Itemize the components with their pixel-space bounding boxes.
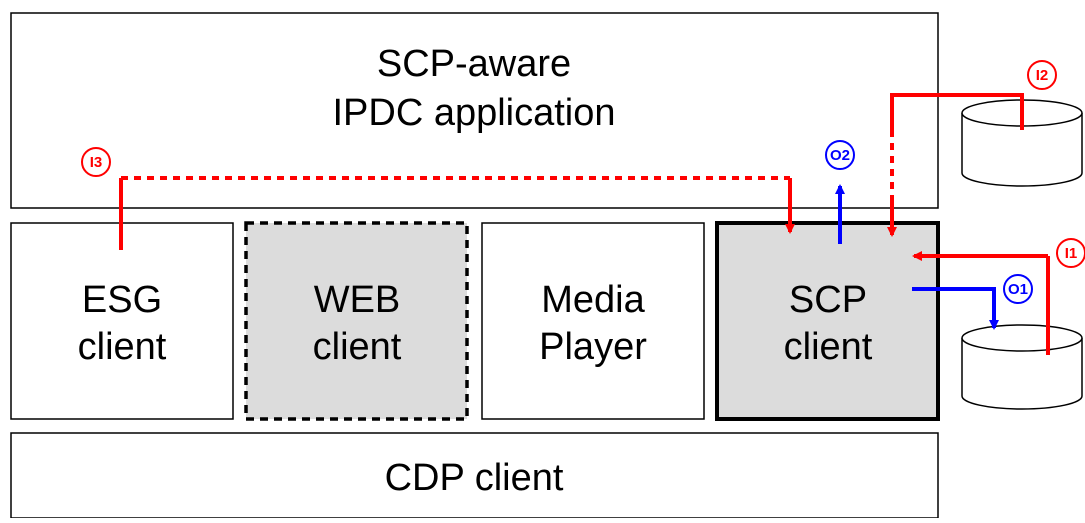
cdp-label: CDP client xyxy=(385,457,564,499)
scp-label-line2: client xyxy=(784,326,873,368)
ipdc-application-box: SCP-aware IPDC application xyxy=(10,12,939,209)
badge-o1: O1 xyxy=(1003,274,1033,304)
flow-i2 xyxy=(887,93,1024,237)
app-title-line2: IPDC application xyxy=(332,92,615,134)
badge-i3-label: I3 xyxy=(90,154,103,171)
badge-i2: I2 xyxy=(1027,60,1057,90)
cdp-client-box: CDP client xyxy=(10,432,939,519)
esg-label-line2: client xyxy=(78,326,167,368)
web-client-box: WEB client xyxy=(244,221,469,421)
badge-o2-label: O2 xyxy=(830,147,850,164)
app-title-line1: SCP-aware xyxy=(377,43,571,85)
web-label-line1: WEB xyxy=(314,279,401,321)
scp-label-line1: SCP xyxy=(789,279,867,321)
media-label-line1: Media xyxy=(541,279,645,321)
scp-client-box: SCP client xyxy=(715,221,940,421)
media-label-line2: Player xyxy=(539,326,647,368)
media-player-box: Media Player xyxy=(481,222,705,420)
storage-cylinder-lower xyxy=(961,324,1083,410)
flow-o1 xyxy=(912,287,999,330)
esg-client-box: ESG client xyxy=(10,222,234,420)
badge-i1-label: I1 xyxy=(1065,245,1078,262)
badge-o1-label: O1 xyxy=(1008,281,1028,298)
web-label-line2: client xyxy=(313,326,402,368)
badge-i3: I3 xyxy=(81,147,111,177)
badge-i2-label: I2 xyxy=(1036,67,1049,84)
esg-label-line1: ESG xyxy=(82,279,162,321)
flow-i3 xyxy=(119,176,795,250)
badge-o2: O2 xyxy=(825,140,855,170)
flow-i1 xyxy=(912,251,1050,355)
badge-i1: I1 xyxy=(1056,238,1085,268)
